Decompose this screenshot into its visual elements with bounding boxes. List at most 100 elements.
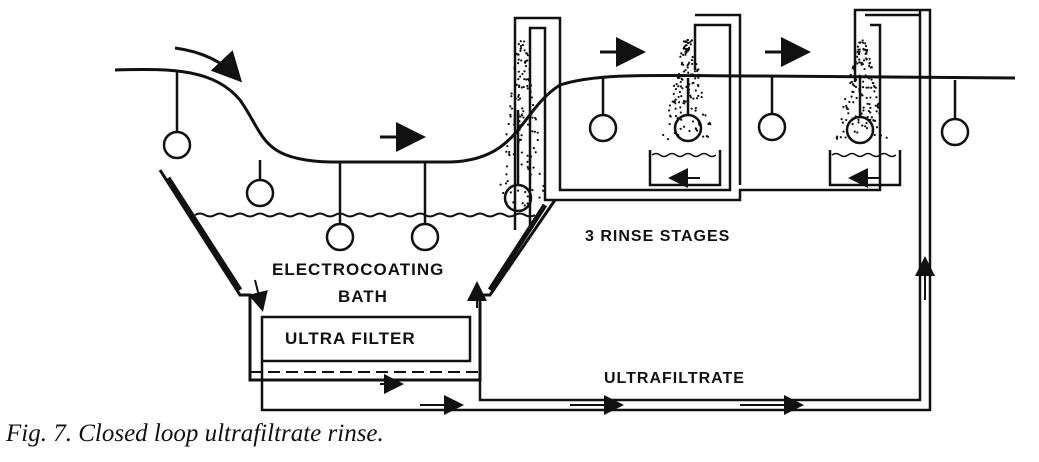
spray-droplet	[525, 78, 528, 81]
spray-droplet	[879, 134, 883, 137]
spray-droplet	[515, 83, 518, 86]
spray-droplet	[526, 154, 529, 157]
spray-droplet	[854, 85, 858, 89]
spray-droplet	[869, 96, 872, 99]
spray-droplet	[694, 109, 697, 112]
spray-droplet	[868, 62, 871, 65]
spray-droplet	[517, 53, 520, 56]
spray-droplet	[856, 131, 859, 134]
spray-droplet	[855, 78, 858, 81]
spray-droplet	[864, 74, 867, 77]
spray-droplet	[673, 99, 676, 103]
spray-droplet	[526, 165, 529, 169]
spray-droplet	[690, 59, 693, 62]
spray-droplet	[867, 86, 870, 89]
spray-droplet	[864, 125, 867, 128]
spray-droplet	[519, 40, 522, 43]
ultra-filter-box	[260, 315, 472, 363]
spray-droplet	[526, 195, 529, 198]
spray-droplet	[526, 160, 529, 163]
hanging-parts	[162, 70, 970, 252]
spray-droplet	[528, 79, 531, 82]
spray-droplet	[684, 51, 687, 55]
spray-droplet	[867, 64, 871, 68]
electrocoating-label: ELECTROCOATING	[272, 260, 445, 279]
spray-droplet	[874, 86, 878, 89]
spray-droplet	[523, 61, 526, 64]
spray-droplet	[856, 62, 859, 65]
spray-droplet	[858, 41, 861, 44]
spray-droplet	[522, 110, 525, 113]
spray-droplet	[679, 80, 682, 84]
hanging-part	[410, 222, 440, 252]
spray-droplet	[519, 75, 522, 78]
spray-droplet	[698, 73, 701, 76]
spray-droplet	[851, 117, 854, 120]
spray-droplet	[858, 89, 861, 93]
spray-droplet	[662, 133, 665, 137]
spray-droplet	[846, 107, 849, 111]
spray-droplet	[523, 49, 526, 52]
spray-droplet	[858, 48, 861, 51]
spray-droplet	[686, 79, 690, 82]
spray-droplet	[530, 96, 533, 99]
spray-droplet	[864, 42, 867, 45]
spray-droplet	[520, 163, 523, 166]
spray-droplet	[520, 59, 523, 62]
spray-droplet	[862, 80, 865, 83]
spray-droplet	[687, 88, 691, 91]
spray-droplet	[870, 78, 873, 81]
hanging-part	[845, 115, 875, 145]
spray-droplet	[538, 172, 541, 175]
spray-droplet	[686, 38, 689, 42]
spray-droplet	[674, 98, 677, 101]
spray-droplet	[523, 204, 526, 207]
spray-droplet	[520, 134, 523, 137]
spray-droplet	[697, 119, 701, 123]
spray-droplet	[687, 91, 690, 94]
spray-droplet	[854, 76, 858, 79]
spray-droplet	[868, 103, 871, 106]
spray-droplet	[533, 130, 536, 133]
spray-droplet	[521, 107, 524, 110]
spray-droplet	[861, 41, 865, 44]
spray-droplet	[865, 121, 868, 125]
spray-droplet	[668, 122, 671, 126]
spray-droplet	[519, 138, 523, 141]
spray-droplet	[862, 106, 865, 109]
spray-droplet	[707, 122, 710, 126]
spray-droplet	[873, 133, 876, 137]
spray-droplet	[538, 196, 541, 199]
spray-droplet	[668, 104, 671, 107]
spray-droplet	[544, 198, 547, 201]
ultrafiltrate-label: ULTRAFILTRATE	[604, 370, 745, 387]
spray-droplet	[542, 184, 545, 188]
spray-droplet	[509, 105, 512, 108]
spray-droplet	[875, 126, 879, 129]
spray-droplet	[692, 97, 695, 100]
spray-droplet	[514, 97, 517, 100]
spray-droplet	[526, 87, 529, 90]
spray-droplet	[675, 83, 678, 86]
rinse-stage-ducts	[513, 13, 920, 230]
spray-droplet	[517, 70, 520, 73]
spray-droplet	[520, 86, 523, 89]
spray-droplet	[682, 53, 685, 56]
spray-droplet	[873, 90, 876, 93]
spray-droplet	[845, 104, 848, 107]
spray-droplet	[676, 117, 679, 120]
spray-droplet	[869, 106, 872, 110]
spray-droplet	[674, 88, 678, 91]
spray-droplet	[864, 44, 868, 48]
spray-droplet	[860, 115, 863, 118]
spray-droplet	[856, 55, 859, 58]
spray-droplet	[695, 116, 698, 120]
spray-droplet	[525, 52, 528, 55]
spray-droplet	[844, 97, 847, 101]
spray-droplet	[517, 175, 520, 178]
spray-droplet	[686, 64, 689, 67]
spray-droplet	[531, 130, 534, 133]
spray-droplet	[694, 77, 697, 80]
spray-droplet	[861, 86, 865, 89]
bath-label: BATH	[338, 287, 388, 306]
